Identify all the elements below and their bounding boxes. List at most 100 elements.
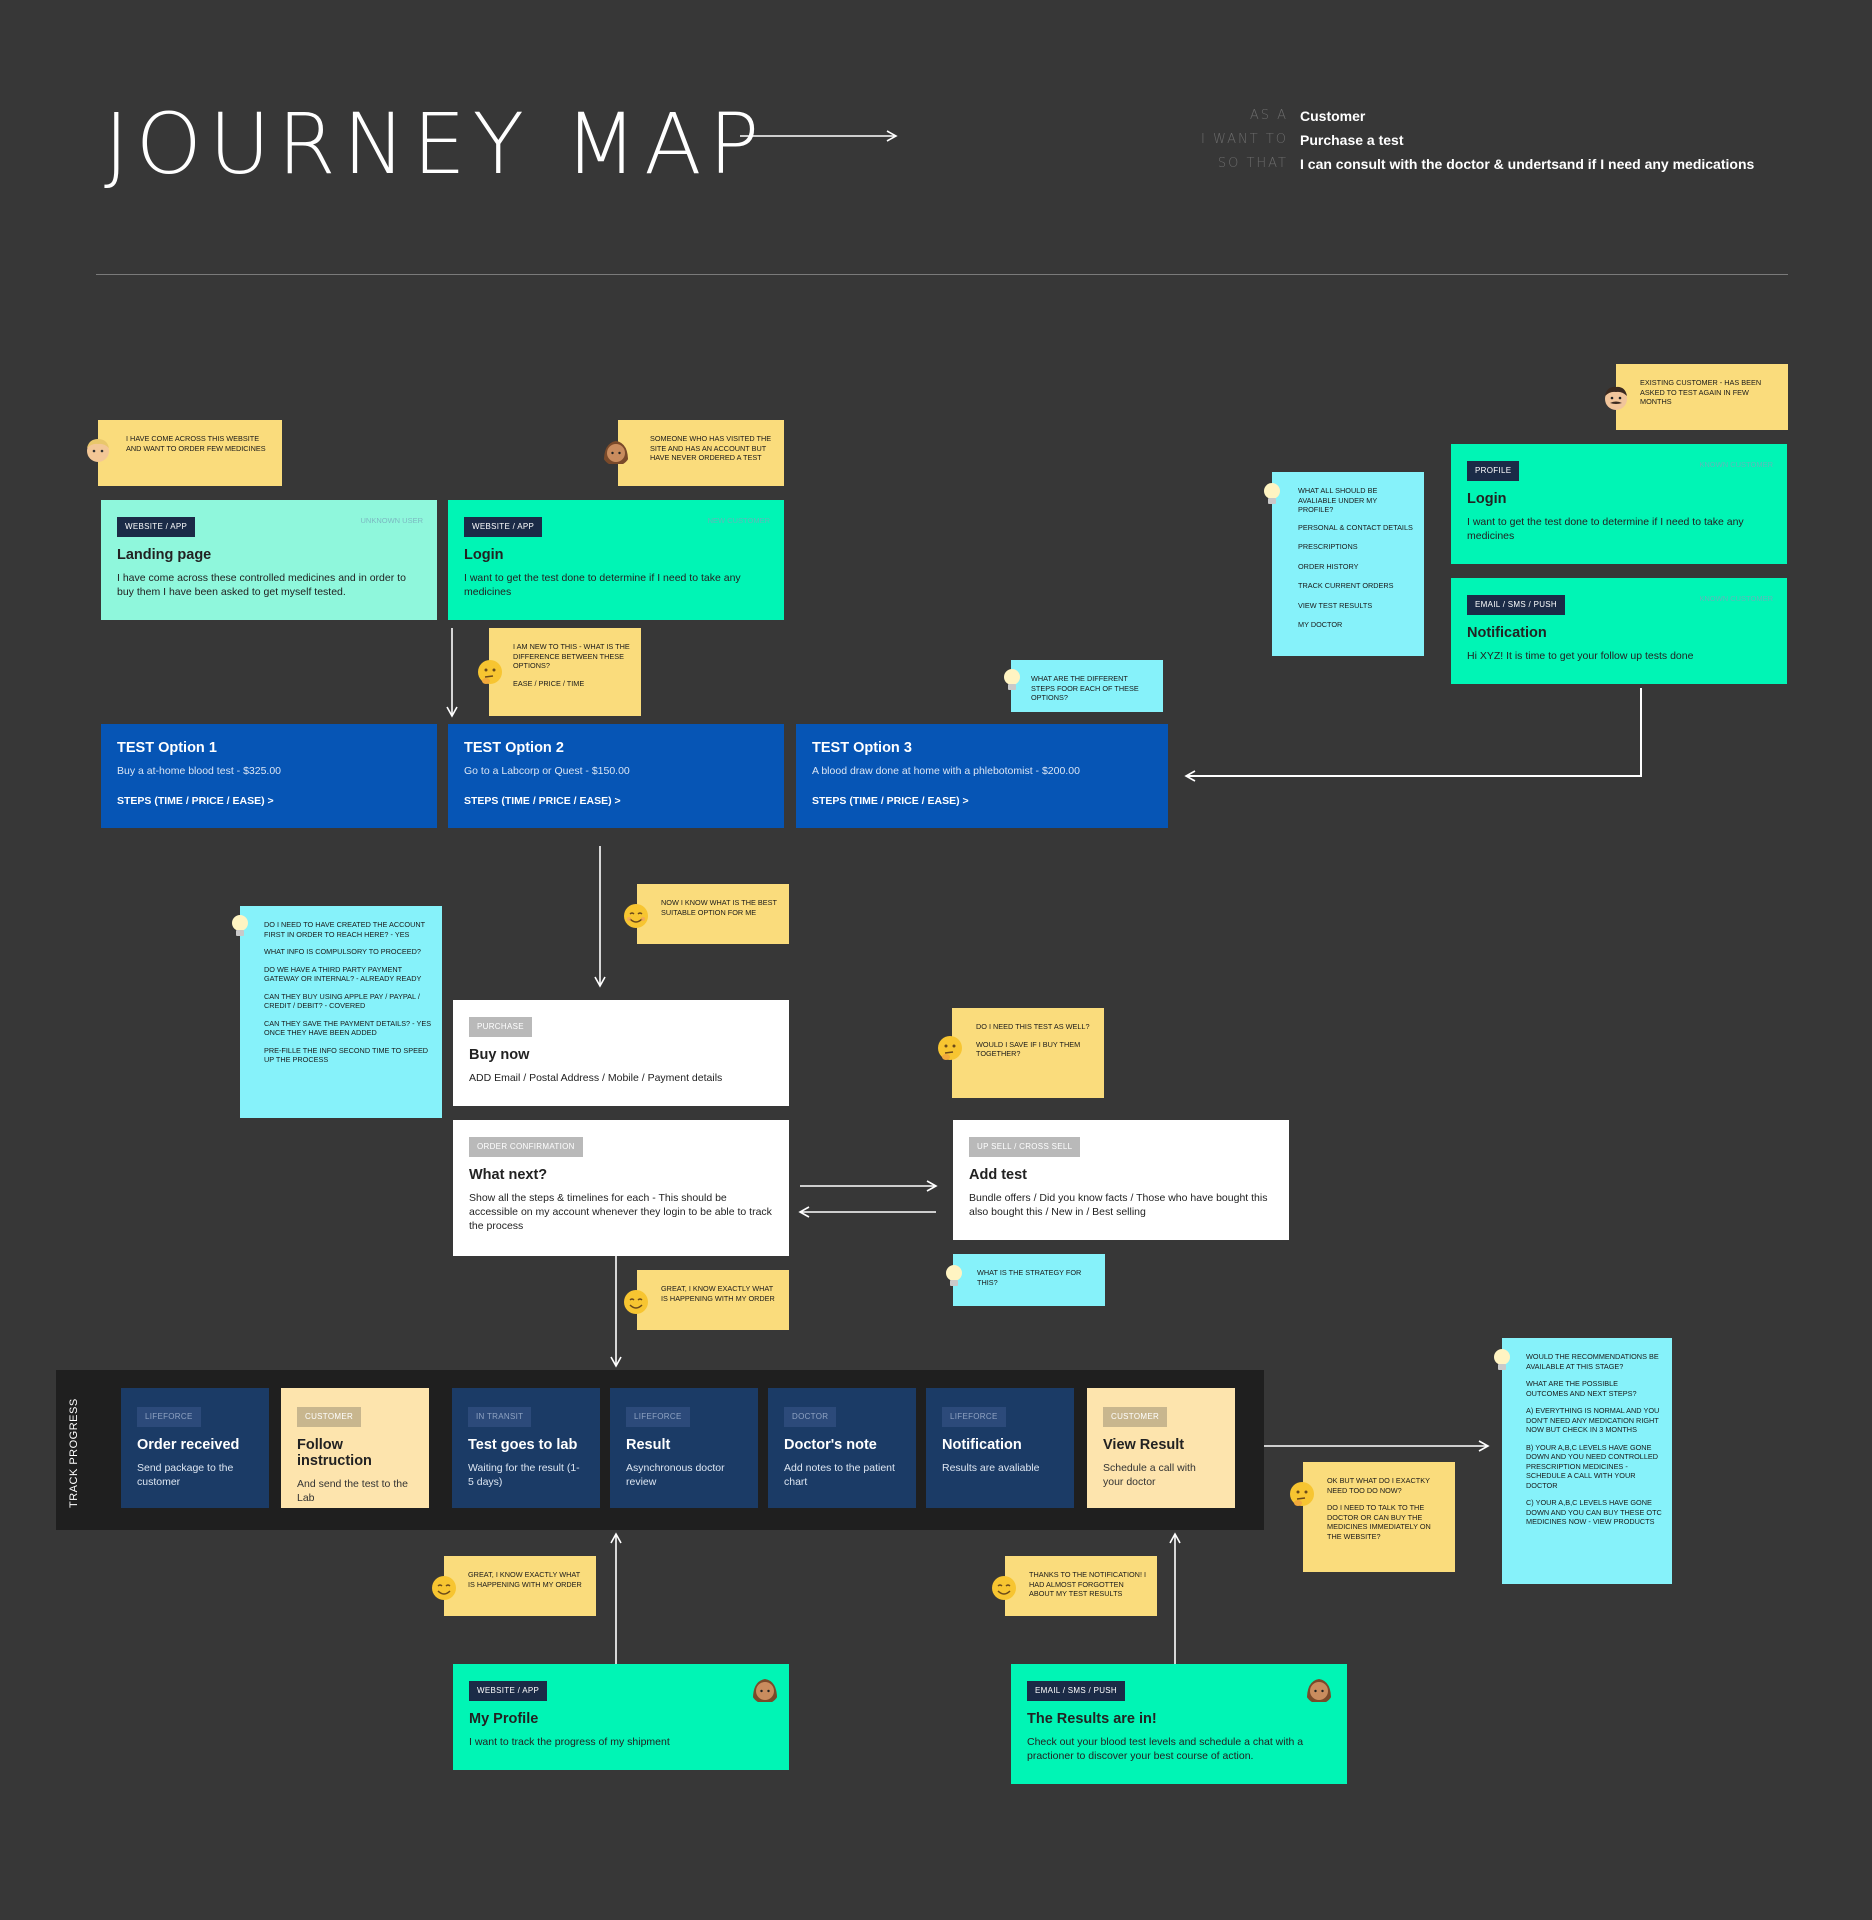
card-title: TEST Option 2 xyxy=(464,740,768,756)
card-title: What next? xyxy=(469,1167,773,1183)
card-title: TEST Option 1 xyxy=(117,740,421,756)
card-test-option-3[interactable]: TEST Option 3 A blood draw done at home … xyxy=(796,724,1168,828)
thinking-face-icon xyxy=(476,658,504,686)
persona-man-blond-icon xyxy=(84,436,112,464)
step-title: Notification xyxy=(942,1437,1058,1453)
header-divider xyxy=(96,274,1788,275)
story-label-as-a: AS A xyxy=(1170,104,1300,128)
tag-profile: PROFILE xyxy=(1467,461,1519,481)
step-title: Order received xyxy=(137,1437,253,1453)
sticky-ok-but: OK BUT WHAT DO I EXACTKY NEED TOO DO NOW… xyxy=(1303,1462,1455,1572)
card-title: Add test xyxy=(969,1167,1273,1183)
smiling-face-icon xyxy=(990,1574,1018,1602)
card-title: Notification xyxy=(1467,625,1771,641)
role-label: NEW CUSTOMER xyxy=(708,516,770,525)
card-add-test[interactable]: UP SELL / CROSS SELL Add test Bundle off… xyxy=(953,1120,1289,1240)
tag-website-app: WEBSITE / APP xyxy=(469,1681,547,1701)
card-what-next[interactable]: ORDER CONFIRMATION What next? Show all t… xyxy=(453,1120,789,1256)
step-text: Schedule a call with your doctor xyxy=(1103,1461,1219,1489)
sticky-new-to-this: I AM NEW TO THIS - WHAT IS THE DIFFERENC… xyxy=(489,628,641,716)
smiling-face-icon xyxy=(622,1288,650,1316)
persona-man-moustache-icon xyxy=(1602,384,1630,412)
tag-website-app: WEBSITE / APP xyxy=(117,517,195,537)
tag-order-confirmation: ORDER CONFIRMATION xyxy=(469,1137,583,1157)
story-value-so-that: I can consult with the doctor & undertsa… xyxy=(1300,152,1754,176)
step-text: Send package to the customer xyxy=(137,1461,253,1489)
steps-link[interactable]: STEPS (TIME / PRICE / EASE) > xyxy=(464,795,768,807)
sticky-great-know-2: GREAT, I KNOW EXACTLY WHAT IS HAPPENING … xyxy=(444,1556,596,1616)
sticky-strategy: WHAT IS THE STRATEGY FOR THIS? xyxy=(953,1254,1105,1306)
story-label-so-that: SO THAT xyxy=(1170,152,1300,176)
track-step-view-result[interactable]: CUSTOMER View Result Schedule a call wit… xyxy=(1087,1388,1235,1508)
card-text: Show all the steps & timelines for each … xyxy=(469,1191,773,1233)
track-step-notification[interactable]: LIFEFORCE Notification Results are avali… xyxy=(926,1388,1074,1508)
step-text: Waiting for the result (1-5 days) xyxy=(468,1461,584,1489)
card-text: I want to get the test done to determine… xyxy=(464,571,768,599)
steps-link[interactable]: STEPS (TIME / PRICE / EASE) > xyxy=(117,795,421,807)
card-my-profile[interactable]: WEBSITE / APP My Profile I want to track… xyxy=(453,1664,789,1770)
card-text: Go to a Labcorp or Quest - $150.00 xyxy=(464,764,768,778)
step-tag: LIFEFORCE xyxy=(942,1407,1006,1427)
lightbulb-icon xyxy=(944,1264,964,1290)
card-text: ADD Email / Postal Address / Mobile / Pa… xyxy=(469,1071,773,1085)
step-tag: IN TRANSIT xyxy=(468,1407,531,1427)
card-landing-page[interactable]: WEBSITE / APP UNKNOWN USER Landing page … xyxy=(101,500,437,620)
track-progress-label: TRACK PROGRESS xyxy=(68,1398,80,1508)
step-tag: LIFEFORCE xyxy=(626,1407,690,1427)
smiling-face-icon xyxy=(622,902,650,930)
tag-purchase: PURCHASE xyxy=(469,1017,532,1037)
card-text: Check out your blood test levels and sch… xyxy=(1027,1735,1331,1763)
thinking-face-icon xyxy=(936,1034,964,1062)
sticky-now-i-know: NOW I KNOW WHAT IS THE BEST SUITABLE OPT… xyxy=(637,884,789,944)
step-tag: LIFEFORCE xyxy=(137,1407,201,1427)
card-login-known[interactable]: PROFILE KNOWN CUSTOMER Login I want to g… xyxy=(1451,444,1787,564)
card-title: My Profile xyxy=(469,1711,773,1727)
track-step-test-to-lab[interactable]: IN TRANSIT Test goes to lab Waiting for … xyxy=(452,1388,600,1508)
step-tag: DOCTOR xyxy=(784,1407,836,1427)
card-notification-known[interactable]: EMAIL / SMS / PUSH KNOWN CUSTOMER Notifi… xyxy=(1451,578,1787,684)
track-step-order-received[interactable]: LIFEFORCE Order received Send package to… xyxy=(121,1388,269,1508)
lightbulb-icon xyxy=(1492,1348,1512,1374)
arrow-notification-option3 xyxy=(1186,688,1641,776)
step-text: Asynchronous doctor review xyxy=(626,1461,742,1489)
sticky-recommendations: WOULD THE RECOMMENDATIONS BE AVAILABLE A… xyxy=(1502,1338,1672,1584)
card-test-option-2[interactable]: TEST Option 2 Go to a Labcorp or Quest -… xyxy=(448,724,784,828)
step-tag: CUSTOMER xyxy=(297,1407,361,1427)
track-step-doctors-note[interactable]: DOCTOR Doctor's note Add notes to the pa… xyxy=(768,1388,916,1508)
sticky-account-questions: DO I NEED TO HAVE CREATED THE ACCOUNT FI… xyxy=(240,906,442,1118)
card-title: The Results are in! xyxy=(1027,1711,1331,1727)
avatar-woman-icon xyxy=(751,1676,779,1704)
tag-email-sms-push: EMAIL / SMS / PUSH xyxy=(1467,595,1565,615)
steps-link[interactable]: STEPS (TIME / PRICE / EASE) > xyxy=(812,795,1152,807)
tag-upsell: UP SELL / CROSS SELL xyxy=(969,1137,1080,1157)
card-text: Hi XYZ! It is time to get your follow up… xyxy=(1467,649,1771,663)
card-text: Bundle offers / Did you know facts / Tho… xyxy=(969,1191,1273,1219)
card-title: Login xyxy=(464,547,768,563)
card-test-option-1[interactable]: TEST Option 1 Buy a at-home blood test -… xyxy=(101,724,437,828)
smiling-face-icon xyxy=(430,1574,458,1602)
card-title: TEST Option 3 xyxy=(812,740,1152,756)
card-title: Buy now xyxy=(469,1047,773,1063)
card-buy-now[interactable]: PURCHASE Buy now ADD Email / Postal Addr… xyxy=(453,1000,789,1106)
card-results-in[interactable]: EMAIL / SMS / PUSH The Results are in! C… xyxy=(1011,1664,1347,1784)
role-label: UNKNOWN USER xyxy=(360,516,423,525)
track-step-result[interactable]: LIFEFORCE Result Asynchronous doctor rev… xyxy=(610,1388,758,1508)
card-text: I want to get the test done to determine… xyxy=(1467,515,1771,543)
card-login-new[interactable]: WEBSITE / APP NEW CUSTOMER Login I want … xyxy=(448,500,784,620)
track-step-follow-instruction[interactable]: CUSTOMER Follow instruction And send the… xyxy=(281,1388,429,1508)
card-title: Landing page xyxy=(117,547,421,563)
card-text: I have come across these controlled medi… xyxy=(117,571,421,599)
sticky-great-know-1: GREAT, I KNOW EXACTLY WHAT IS HAPPENING … xyxy=(637,1270,789,1330)
step-title: View Result xyxy=(1103,1437,1219,1453)
tag-website-app: WEBSITE / APP xyxy=(464,517,542,537)
story-value-as-a: Customer xyxy=(1300,104,1365,128)
step-title: Follow instruction xyxy=(297,1437,413,1469)
sticky-thanks-notification: THANKS TO THE NOTIFICATION! I HAD ALMOST… xyxy=(1005,1556,1157,1616)
persona-woman-icon xyxy=(602,438,630,466)
sticky-come-across: I HAVE COME ACROSS THIS WEBSITE AND WANT… xyxy=(98,420,282,486)
sticky-existing-customer: EXISTING CUSTOMER - HAS BEEN ASKED TO TE… xyxy=(1616,364,1788,430)
lightbulb-icon xyxy=(1262,482,1282,508)
step-title: Doctor's note xyxy=(784,1437,900,1453)
card-text: A blood draw done at home with a phlebot… xyxy=(812,764,1152,778)
